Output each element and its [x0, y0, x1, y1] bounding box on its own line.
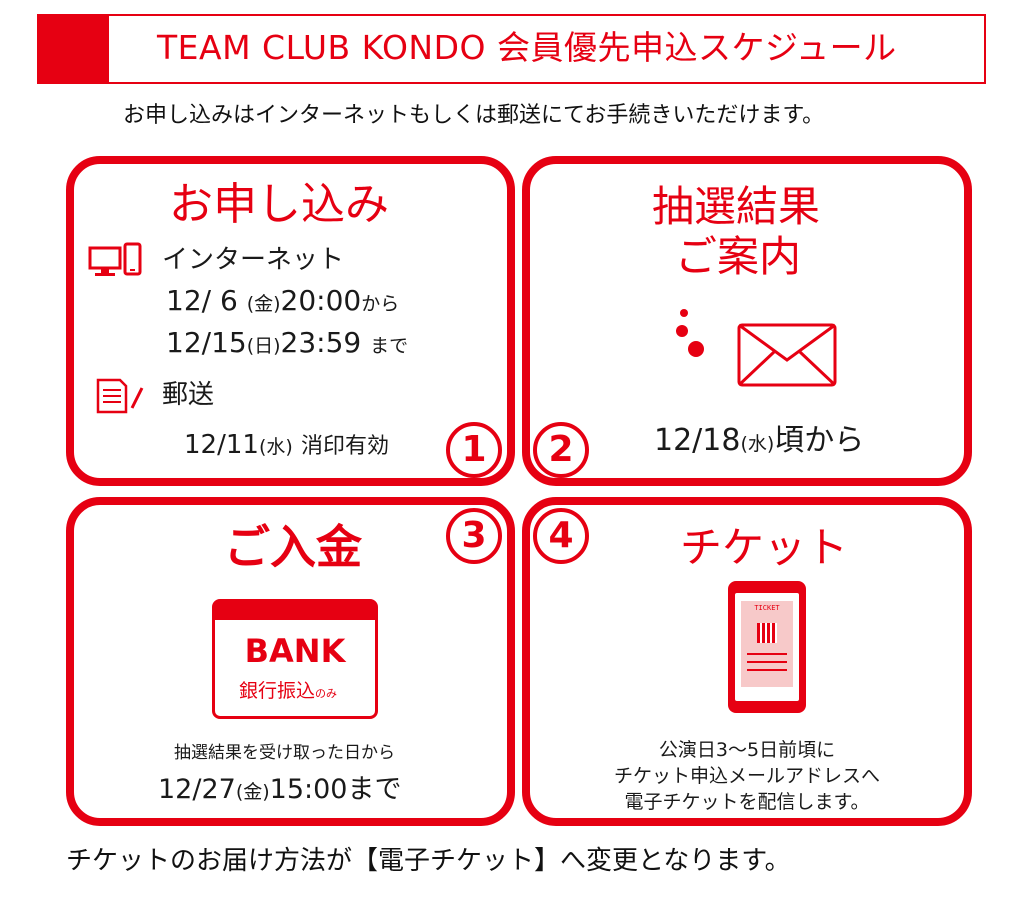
result-title-line2: ご案内	[675, 232, 802, 281]
footer-note: チケットのお届け方法が【電子チケット】へ変更となります。	[66, 846, 791, 876]
monitor-icon	[88, 242, 142, 276]
step-2-badge: 2	[533, 422, 589, 478]
ticket-title: チケット	[680, 523, 849, 572]
ticket-line3: 電子チケットを配信します。	[624, 791, 870, 813]
payment-title: ご入金	[224, 520, 362, 574]
apply-title: お申し込み	[169, 179, 389, 230]
step-1-badge: 1	[446, 422, 502, 478]
header-bar: TEAM CLUB KONDO 会員優先申込スケジュール	[37, 14, 986, 84]
panel-payment: ご入金 BANK 銀行振込のみ 抽選結果を受け取った日から 12/27(金)15…	[66, 497, 515, 826]
document-pen-icon	[96, 378, 144, 414]
payment-deadline: 12/27(金)15:00まで	[158, 774, 402, 805]
result-date: 12/18(水)頃から	[654, 423, 865, 458]
internet-end: 12/15(日)23:59 まで	[166, 326, 409, 359]
envelope-icon	[737, 323, 837, 387]
mail-label: 郵送	[162, 380, 215, 410]
page-title: TEAM CLUB KONDO 会員優先申込スケジュール	[157, 28, 897, 67]
bank-sub: 銀行振込のみ	[239, 680, 338, 702]
bank-label: BANK	[244, 632, 346, 670]
ticket-line1: 公演日3～5日前頃に	[658, 739, 836, 761]
intro-text: お申し込みはインターネットもしくは郵送にてお手続きいただけます。	[123, 103, 825, 128]
result-title-line1: 抽選結果	[652, 182, 821, 231]
ticket-line2: チケット申込メールアドレスへ	[613, 765, 880, 787]
bank-icon: BANK 銀行振込のみ	[212, 599, 378, 719]
dots-icon	[676, 309, 704, 357]
step-4-badge: 4	[533, 508, 589, 564]
panel-result: 抽選結果 ご案内 12/18(水)頃から	[522, 156, 972, 486]
phone-ticket-label: TICKET	[754, 604, 780, 612]
mail-deadline: 12/11(水) 消印有効	[184, 430, 390, 460]
panel-apply: お申し込み インターネット 12/ 6 (金)20:00から 12/15(日)2…	[66, 156, 515, 486]
header-accent-block	[39, 16, 109, 82]
step-3-badge: 3	[446, 508, 502, 564]
panel-ticket: チケット TICKET 公演日3～5日前頃に チケット申込メールアドレスへ 電子…	[522, 497, 972, 826]
internet-start: 12/ 6 (金)20:00から	[166, 284, 400, 317]
payment-note: 抽選結果を受け取った日から	[174, 743, 395, 763]
internet-label: インターネット	[162, 245, 345, 275]
phone-ticket-icon: TICKET	[728, 581, 806, 713]
